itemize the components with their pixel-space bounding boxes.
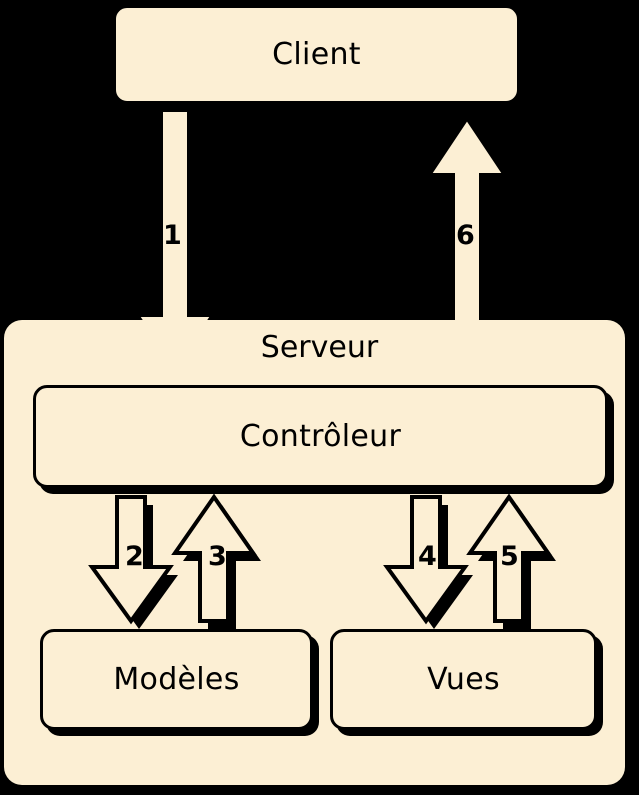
arrow-3-modeles-to-controleur xyxy=(171,493,263,629)
node-client-label: Client xyxy=(272,36,361,72)
arrow-2-label: 2 xyxy=(125,541,144,572)
arrow-5-vues-to-controleur xyxy=(466,493,558,629)
arrow-5-label: 5 xyxy=(500,541,519,572)
node-vues[interactable]: Vues xyxy=(330,629,597,730)
arrow-4-controleur-to-vues xyxy=(383,495,475,629)
arrow-1-label: 1 xyxy=(163,220,182,251)
arrow-2-controleur-to-modeles xyxy=(88,495,180,629)
node-modeles-label: Modèles xyxy=(113,661,240,697)
node-client[interactable]: Client xyxy=(113,5,520,104)
node-serveur-label: Serveur xyxy=(260,330,379,365)
arrow-6-label: 6 xyxy=(456,220,475,251)
node-controleur-label: Contrôleur xyxy=(239,418,402,454)
arrow-3-label: 3 xyxy=(208,541,227,572)
arrow-4-label: 4 xyxy=(418,541,437,572)
node-controleur[interactable]: Contrôleur xyxy=(33,385,608,488)
node-vues-label: Vues xyxy=(427,661,500,697)
node-modeles[interactable]: Modèles xyxy=(40,629,313,730)
